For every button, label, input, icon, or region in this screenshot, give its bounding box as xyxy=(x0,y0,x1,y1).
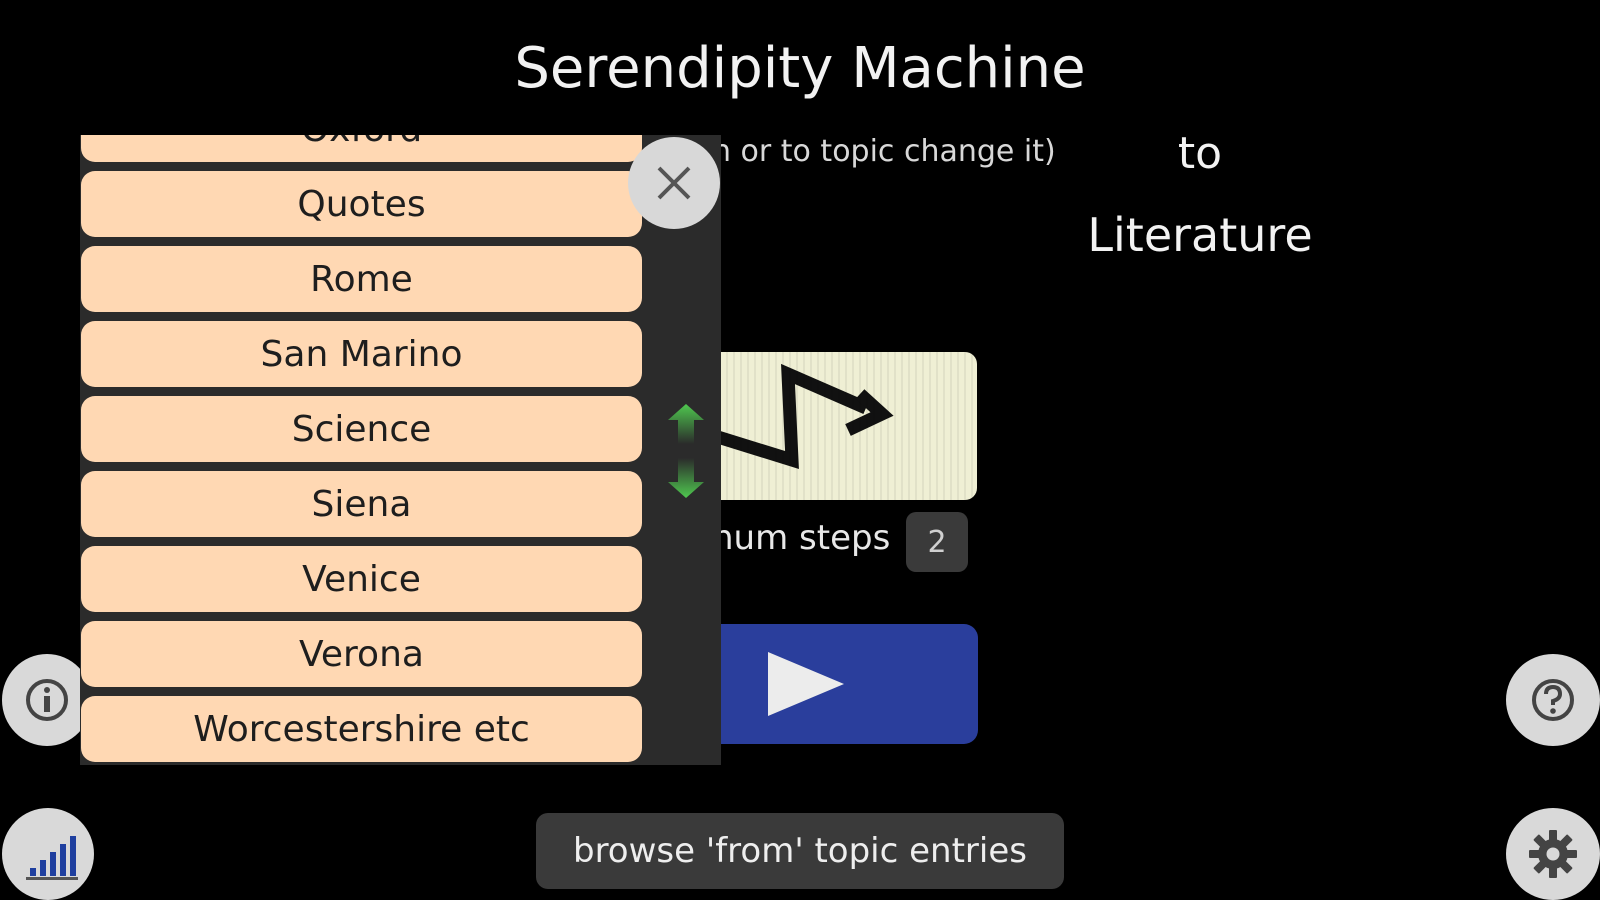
topic-list-item[interactable]: Worcestershire etc xyxy=(81,696,642,762)
topic-list-item[interactable]: Venice xyxy=(81,546,642,612)
info-icon xyxy=(26,679,68,721)
play-button[interactable] xyxy=(712,624,978,744)
bar-chart-icon xyxy=(26,836,78,880)
help-button[interactable] xyxy=(1506,654,1600,746)
stats-button[interactable] xyxy=(2,808,94,900)
help-icon xyxy=(1532,679,1574,721)
play-icon xyxy=(768,652,844,716)
close-icon xyxy=(657,166,691,200)
from-topic-instruction: n or to topic change it) xyxy=(712,134,1056,169)
close-picker-button[interactable] xyxy=(628,137,720,229)
route-image xyxy=(712,352,977,500)
scroll-indicator[interactable] xyxy=(666,404,706,502)
scroll-up-down-icon xyxy=(668,404,704,498)
settings-button[interactable] xyxy=(1506,808,1600,900)
browse-from-topics-button[interactable]: browse 'from' topic entries xyxy=(536,813,1064,889)
to-topic-button[interactable]: Literature xyxy=(1087,208,1313,262)
app-title: Serendipity Machine xyxy=(514,36,1086,101)
max-steps-input[interactable]: 2 xyxy=(906,512,968,572)
topic-list-item[interactable]: Rome xyxy=(81,246,642,312)
info-button[interactable] xyxy=(2,654,92,746)
topic-list-item[interactable]: Science xyxy=(81,396,642,462)
topic-list-item[interactable]: Verona xyxy=(81,621,642,687)
to-label: to xyxy=(1177,128,1223,179)
zigzag-arrow-icon xyxy=(712,363,894,469)
max-steps-label: num steps xyxy=(712,518,891,558)
topic-list-item[interactable]: San Marino xyxy=(81,321,642,387)
topic-list-item[interactable]: Oxford xyxy=(81,135,642,162)
topic-picker-panel: OxfordQuotesRomeSan MarinoScienceSienaVe… xyxy=(80,135,721,765)
topic-list-item[interactable]: Quotes xyxy=(81,171,642,237)
topic-list-item[interactable]: Siena xyxy=(81,471,642,537)
gear-icon xyxy=(1529,830,1577,878)
